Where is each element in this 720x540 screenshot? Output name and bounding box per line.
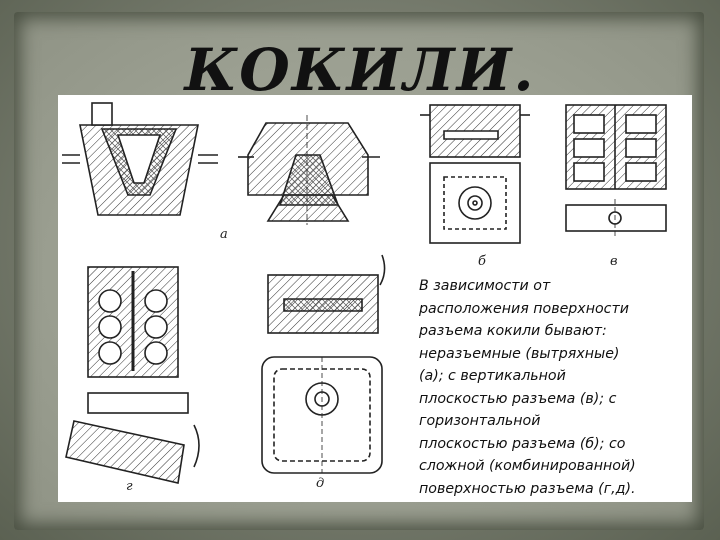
drawing-a-unsplit-mold <box>62 102 218 216</box>
drawing-g-combined-split <box>65 266 200 484</box>
figure-panel: а б <box>58 95 692 502</box>
drawing-v-vertical-split <box>565 104 667 237</box>
drawing-d-combined-round <box>261 254 386 474</box>
label-g: г <box>126 479 133 494</box>
caption-text: В зависимости от расположения поверхност… <box>419 278 636 497</box>
label-v: в <box>610 254 618 269</box>
slide-title: КОКИЛИ. <box>184 36 536 104</box>
label-d: д <box>316 476 324 491</box>
drawing-a-tilting-mold <box>238 115 380 225</box>
label-a: а <box>220 227 228 242</box>
mold-drawings-figure: а б <box>62 102 667 494</box>
drawing-b-horizontal-split <box>420 104 530 244</box>
label-b: б <box>478 254 486 269</box>
